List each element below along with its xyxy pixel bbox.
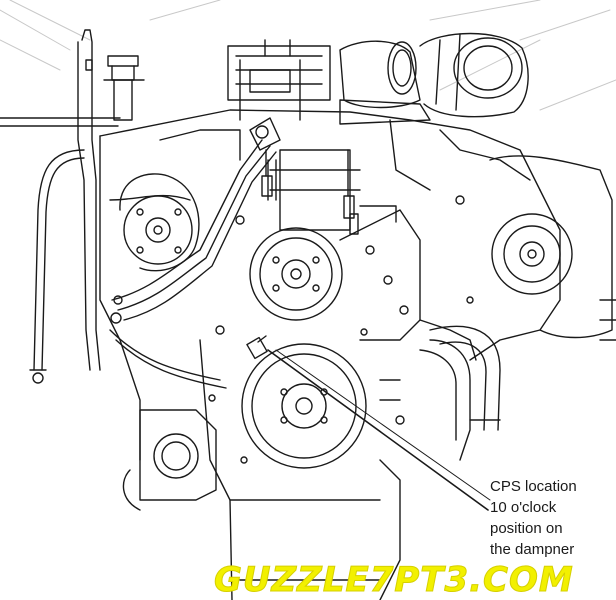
- timing-cover-oil-pan: [199, 339, 401, 600]
- crankshaft-position-sensor: [246, 335, 268, 360]
- lower-left-mount: [122, 409, 217, 511]
- alternator: [489, 155, 616, 341]
- callout-leader-line: [267, 349, 491, 511]
- oil-filler-neck: [103, 55, 145, 121]
- site-watermark: GUZZLE7PT3.COM: [214, 560, 574, 600]
- dipstick-tube: [77, 29, 101, 371]
- sensor-connectors: [261, 149, 359, 235]
- bolt-heads: [208, 195, 474, 464]
- wire-harness-left: [29, 149, 85, 384]
- crankshaft-damper: [241, 343, 367, 469]
- water-pump-housing: [339, 205, 477, 461]
- power-steering-pump: [119, 173, 200, 272]
- left-horizontal-pipe: [0, 117, 121, 127]
- intake-turbo-assembly: [227, 32, 529, 125]
- coolant-hoses-right: [379, 325, 501, 431]
- callout-line-3: position on: [490, 520, 563, 537]
- background-sketch-lines: [0, 0, 616, 111]
- callout-line-1: CPS location: [490, 478, 577, 495]
- cps-location-callout: CPS location 10 o'clock position on the …: [490, 476, 614, 560]
- fuel-lines-left: [109, 139, 277, 389]
- fan-pulley: [249, 227, 343, 321]
- callout-line-2: 10 o'clock: [490, 499, 557, 516]
- callout-line-4: the dampner: [490, 541, 575, 558]
